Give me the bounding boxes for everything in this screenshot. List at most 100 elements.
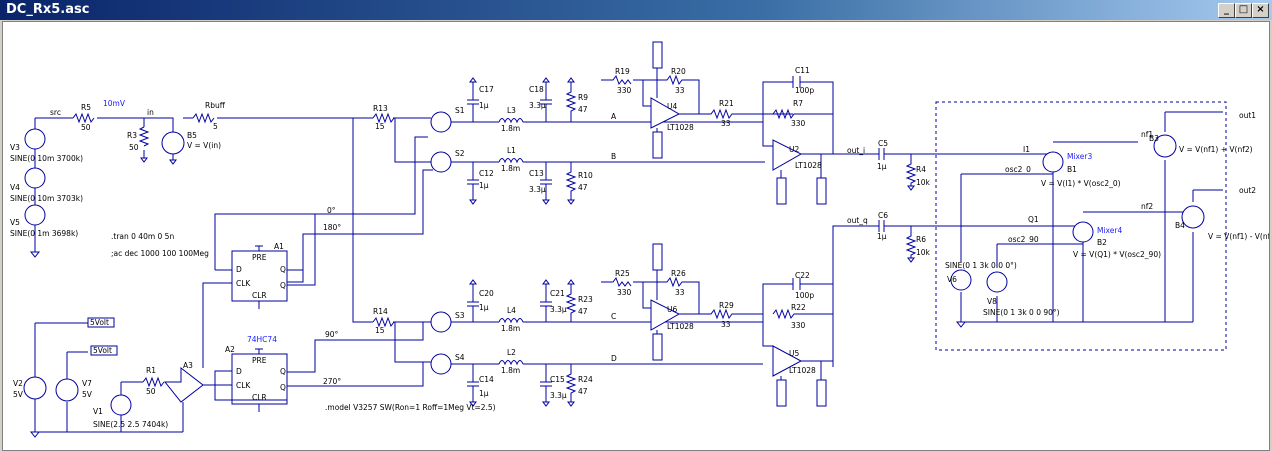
r10-name: R10 <box>578 171 593 180</box>
v2-source-symbol[interactable] <box>23 376 47 400</box>
u6-opamp[interactable] <box>650 299 681 331</box>
net-nf2: nf2 <box>1141 202 1153 211</box>
u2-5volt-flag-neg[interactable] <box>816 177 827 205</box>
u4-5volt-flag-neg[interactable] <box>652 131 663 159</box>
tran-directive[interactable]: .tran 0 40m 0 5n <box>111 232 174 241</box>
a2-name: A2 <box>225 345 235 354</box>
a3-name: A3 <box>183 361 193 370</box>
c5-value: 1μ <box>877 162 887 171</box>
l1-name: L1 <box>507 146 516 155</box>
v8-name: V8 <box>987 297 997 306</box>
c22-name: C22 <box>795 271 810 280</box>
r19-name: R19 <box>615 67 630 76</box>
r14-value: 15 <box>375 326 385 335</box>
b3-value: V = V(nf1) + V(nf2) <box>1179 145 1253 154</box>
c11-name: C11 <box>795 66 810 75</box>
c6-name: C6 <box>878 211 888 220</box>
u5-5volt-flag-neg[interactable] <box>816 379 827 407</box>
r20-name: R20 <box>671 67 686 76</box>
c13-name: C13 <box>529 169 544 178</box>
maximize-button[interactable]: □ <box>1235 3 1252 18</box>
net-d: D <box>611 354 617 363</box>
c15-name: C15 <box>550 375 565 384</box>
rbuff-value: 5 <box>213 122 218 131</box>
u4-name: U4 <box>667 102 677 111</box>
l3-value: 1.8m <box>501 124 520 133</box>
u6-5volt-flag-neg[interactable] <box>652 333 663 361</box>
a1-pre: PRE <box>252 253 267 262</box>
v4-source-symbol[interactable] <box>24 167 46 189</box>
schematic-canvas[interactable]: src 10mV in R5 50 R3 50 Rbuff 5 B5 V = V… <box>2 21 1270 451</box>
5volt-flag-2[interactable] <box>90 345 118 356</box>
r23-name: R23 <box>578 295 593 304</box>
v3-source-symbol[interactable] <box>24 128 46 150</box>
v5-source-symbol[interactable] <box>24 204 46 226</box>
r26-name: R26 <box>671 269 686 278</box>
b3-source[interactable] <box>1153 134 1177 158</box>
u4-5volt-flag[interactable] <box>652 41 663 69</box>
r3-name: R3 <box>127 131 137 140</box>
r25-name: R25 <box>615 269 630 278</box>
5volt-flag-1[interactable] <box>87 317 115 328</box>
c21-name: C21 <box>550 289 565 298</box>
mixer-boundary <box>935 101 1227 351</box>
ac-directive[interactable]: ;ac dec 1000 100 100Meg <box>111 249 209 258</box>
r13-name: R13 <box>373 104 388 113</box>
c20-name: C20 <box>479 289 494 298</box>
v1-source-symbol[interactable] <box>110 394 132 416</box>
r24-value: 47 <box>578 387 588 396</box>
u5-part: LT1028 <box>789 366 816 375</box>
a1-flipflop[interactable] <box>231 250 288 302</box>
u5-opamp[interactable] <box>772 345 803 377</box>
net-i1: I1 <box>1023 145 1030 154</box>
u5-5volt-flag[interactable] <box>776 379 787 407</box>
a2-part: 74HC74 <box>247 335 277 344</box>
net-q1: Q1 <box>1028 215 1039 224</box>
a1-name: A1 <box>274 242 284 251</box>
net-osc2-0: osc2_0 <box>1005 165 1031 174</box>
v2-name: V2 <box>13 379 23 388</box>
r1-name: R1 <box>146 366 156 375</box>
net-c: C <box>611 312 616 321</box>
minimize-button[interactable]: _ <box>1218 3 1235 18</box>
r13-value: 15 <box>375 122 385 131</box>
mixer-section: I1 Q1 osc2_0 osc2_90 Mixer3 Mixer4 B1 B2… <box>935 101 1269 351</box>
r29-value: 33 <box>721 320 731 329</box>
net-out2: out2 <box>1239 186 1256 195</box>
model-directive[interactable]: .model V3257 SW(Ron=1 Roff=1Meg Vt=2.5) <box>325 403 496 412</box>
s3-switch[interactable] <box>430 311 452 333</box>
close-button[interactable]: × <box>1252 3 1269 18</box>
r14-name: R14 <box>373 307 388 316</box>
c12-value: 1μ <box>479 181 489 190</box>
u2-opamp[interactable] <box>772 139 803 171</box>
v8-source-symbol[interactable] <box>986 271 1008 293</box>
v5-name: V5 <box>10 218 20 227</box>
b4-source[interactable] <box>1181 205 1205 229</box>
r1-value: 50 <box>146 387 156 396</box>
b1-mixer-source[interactable] <box>1042 151 1064 173</box>
u6-5volt-flag[interactable] <box>652 243 663 271</box>
u4-opamp[interactable] <box>650 97 681 129</box>
u2-5volt-flag[interactable] <box>776 177 787 205</box>
c18-value: 3.3μ <box>529 101 546 110</box>
b2-mixer-source[interactable] <box>1072 221 1094 243</box>
b1-value: V = V(I1) * V(osc2_0) <box>1041 179 1121 188</box>
r21-value: 33 <box>721 119 731 128</box>
source-section: src 10mV in R5 50 R3 50 Rbuff 5 B5 V = V… <box>10 99 353 258</box>
b4-value: V = V(nf1) - V(nf2) <box>1208 232 1269 241</box>
s4-switch[interactable] <box>430 353 452 375</box>
a2-flipflop[interactable] <box>231 353 288 405</box>
flipflop-section: A1 A2 74HC74 PRE CLR D CLK Q Q PRE CLR D… <box>202 136 433 412</box>
net-osc2-90: osc2_90 <box>1008 235 1039 244</box>
phase-0: 0° <box>327 206 336 215</box>
b3-name: B3 <box>1149 134 1159 143</box>
5volt-label-2: 5Volt <box>93 346 112 355</box>
v6-source-symbol[interactable] <box>950 269 972 291</box>
title-bar[interactable]: DC_Rx5.asc _ □ × <box>0 0 1272 20</box>
net-b: B <box>611 152 616 161</box>
s1-switch[interactable] <box>430 111 452 133</box>
b5-source-symbol[interactable] <box>161 131 185 155</box>
r4-name: R4 <box>916 165 926 174</box>
s2-switch[interactable] <box>430 151 452 173</box>
v7-source-symbol[interactable] <box>55 378 79 402</box>
